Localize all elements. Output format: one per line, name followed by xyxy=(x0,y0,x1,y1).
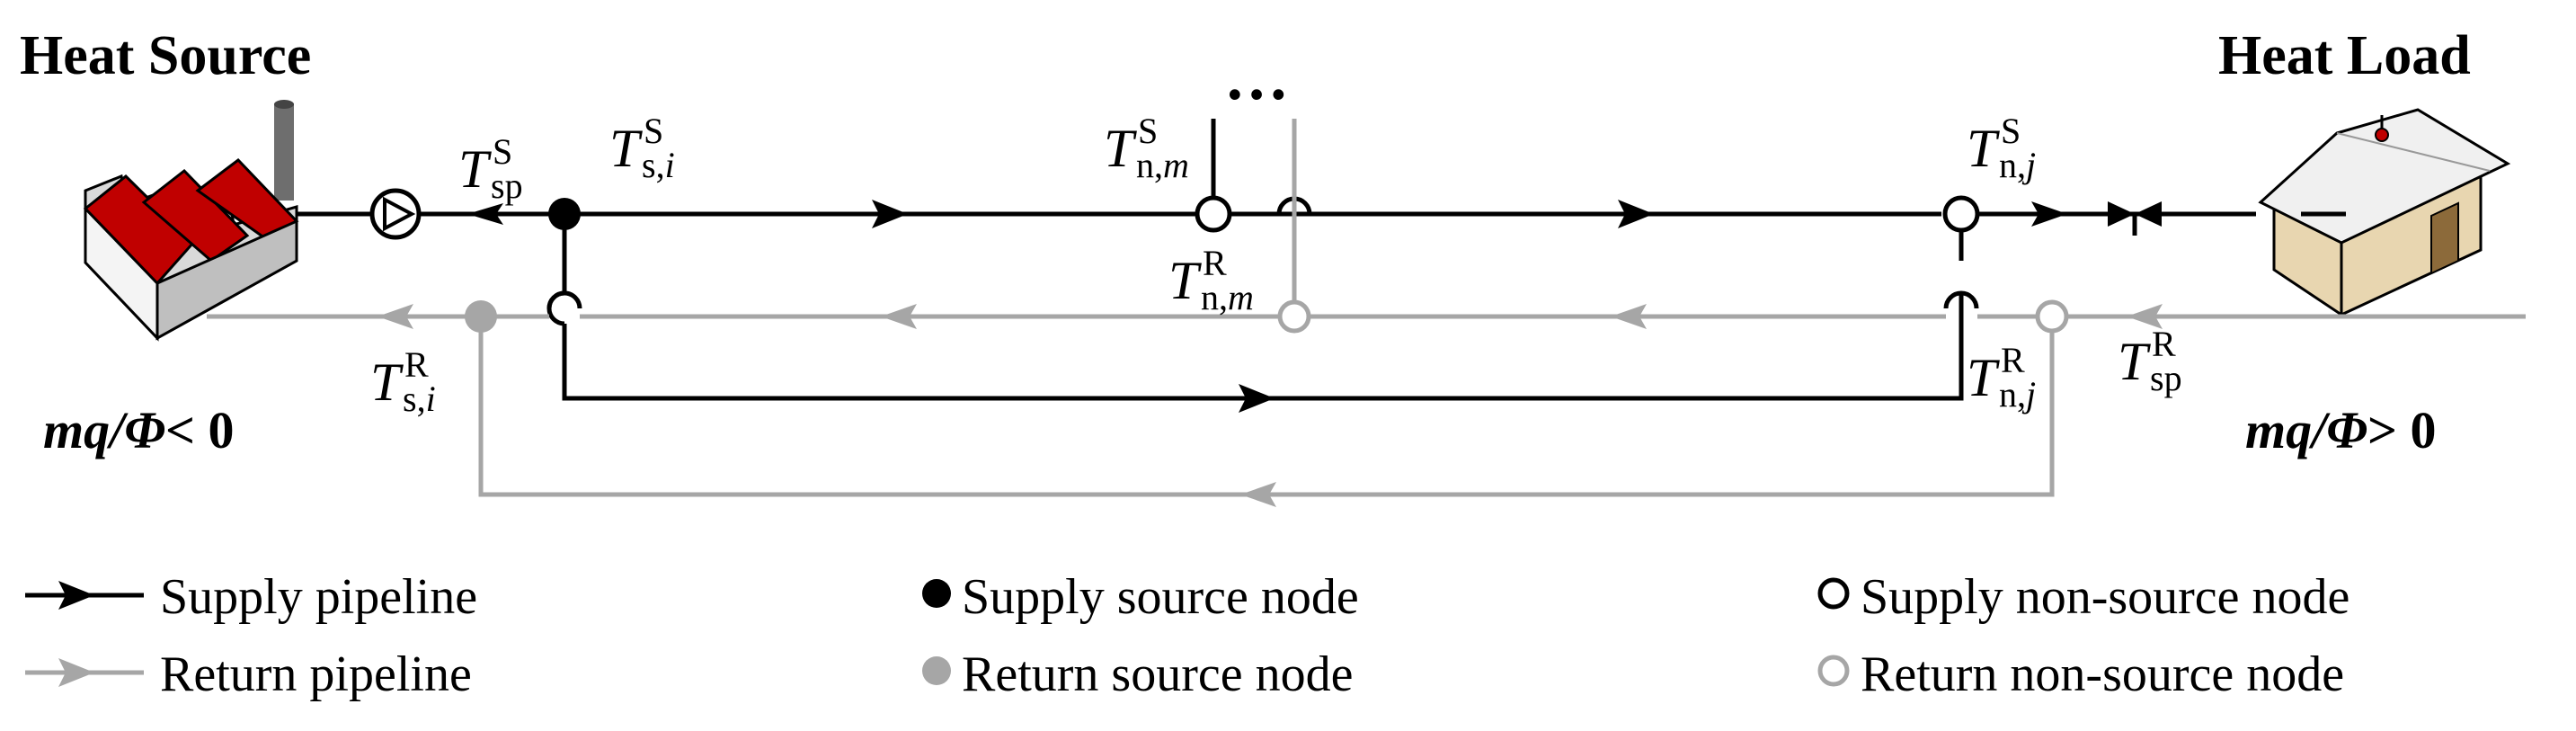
heat-source-condition: mq/Φ< 0 xyxy=(43,401,235,459)
t_n_j_s-sup: S xyxy=(2001,111,2021,151)
legend-return-source-node: Return source node xyxy=(922,646,1353,702)
supply-non-source-node-m xyxy=(1195,195,1232,233)
t_s_i_s-sup: S xyxy=(644,111,663,151)
supply-non-source-node-j xyxy=(1942,195,1980,233)
legend-supply-pipeline: Supply pipeline xyxy=(25,569,477,625)
heat-load-condition: mq/Φ> 0 xyxy=(2245,401,2437,459)
t_n_j_s-sub: n,j xyxy=(1999,145,2036,185)
supply-source-node-i xyxy=(548,198,581,230)
legend-return-non-source-node: Return non-source node xyxy=(1817,646,2344,702)
return-non-source-node-m xyxy=(1277,299,1311,334)
legend-return-pipeline: Return pipeline xyxy=(25,646,472,702)
return-non-source-node-j xyxy=(2035,299,2069,334)
t_s_i_r-base: T xyxy=(370,352,404,412)
t_sp_s-base: T xyxy=(458,139,492,199)
legend-supply-source-node: Supply source node xyxy=(922,569,1359,625)
supply-branch-line xyxy=(562,214,1964,401)
t_sp_r-sub: sp xyxy=(2150,358,2182,398)
t_n_j_r-base: T xyxy=(1967,348,2000,407)
t_n_m_s-base: T xyxy=(1104,119,1137,178)
legend-return-source-node-label: Return source node xyxy=(962,646,1353,702)
t_n_m_r-base: T xyxy=(1168,251,1202,310)
legend-return-pipeline-label: Return pipeline xyxy=(160,646,472,702)
return-source-node-i xyxy=(465,300,497,333)
t_sp_r-base: T xyxy=(2118,332,2151,391)
factory-icon xyxy=(83,100,299,342)
t_n_m_s-sup: S xyxy=(1138,111,1158,151)
t_sp_s-sub: sp xyxy=(491,165,523,206)
legend-return-non-source-node-label: Return non-source node xyxy=(1861,646,2344,702)
t_n_j_r-sup: R xyxy=(2001,340,2025,380)
factory-chimney xyxy=(274,103,294,201)
return-bypass-line xyxy=(478,316,2055,497)
legend-supply-source-node-label: Supply source node xyxy=(962,569,1359,625)
legend-supply-non-source-node: Supply non-source node xyxy=(1817,569,2349,625)
heat-source-title: Heat Source xyxy=(20,25,311,86)
t_n_m_r-sub: n,m xyxy=(1201,277,1254,317)
t_n_m_r-sup: R xyxy=(1203,243,1227,283)
return-arrows xyxy=(378,304,2163,507)
t_sp_r-sup: R xyxy=(2152,324,2176,364)
t_s_i_r-sup: R xyxy=(404,344,429,385)
legend-supply-non-source-node-label: Supply non-source node xyxy=(1861,569,2349,625)
t_s_i_s-sub: s,i xyxy=(642,145,675,185)
t_sp_s-sup: S xyxy=(493,131,512,172)
continuation-dots: … xyxy=(1224,41,1289,113)
supply-arrows xyxy=(467,200,2067,413)
t_s_i_s-base: T xyxy=(609,119,643,178)
valve-icon xyxy=(2108,201,2162,236)
legend-supply-pipeline-label: Supply pipeline xyxy=(160,569,477,625)
t_n_m_s-sub: n,m xyxy=(1136,145,1189,185)
heat-load-title: Heat Load xyxy=(2218,25,2471,86)
house-icon xyxy=(2258,108,2511,317)
pump-icon xyxy=(369,188,422,240)
t_n_j_r-sub: n,j xyxy=(1999,374,2036,415)
t_s_i_r-sub: s,i xyxy=(403,379,436,419)
t_n_j_s-base: T xyxy=(1967,119,2000,178)
legend: Supply pipeline Return pipeline Supply s… xyxy=(25,569,2349,702)
